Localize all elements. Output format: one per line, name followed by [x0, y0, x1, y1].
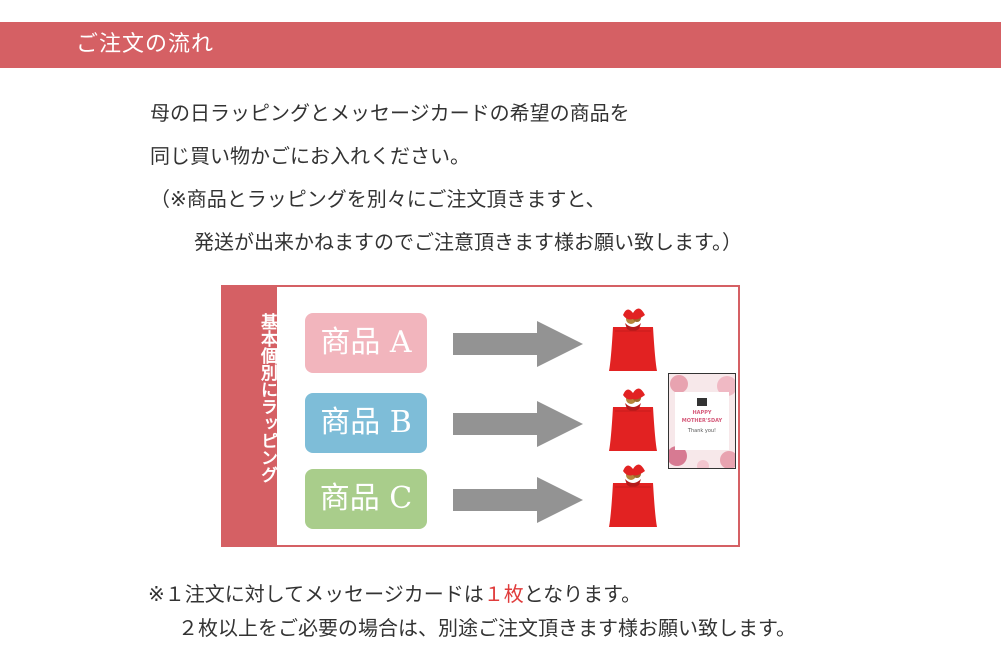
note-line-1-pre: ※１注文に対してメッセージカードは	[148, 582, 484, 606]
note-line-1-accent: １枚	[483, 582, 524, 606]
product-box-a: 商品 A	[305, 313, 427, 373]
product-row-c: 商品 C	[223, 464, 738, 529]
product-box-c: 商品 C	[305, 469, 427, 529]
wrapping-diagram: 基本個別にラッピング 商品 A 商品 B	[221, 285, 740, 547]
card-text-3: Thank you!	[687, 428, 717, 434]
gift-bag-icon	[609, 308, 657, 371]
note-text: ※１注文に対してメッセージカードは１枚となります。 ２枚以上をご必要の場合は、別…	[148, 577, 796, 645]
logo-icon	[697, 398, 707, 406]
flower-pattern-icon	[669, 375, 735, 468]
section-header: ご注文の流れ	[0, 22, 1001, 68]
intro-text: 母の日ラッピングとメッセージカードの希望の商品を 同じ買い物かごにお入れください…	[150, 92, 742, 264]
gift-bag-icon	[609, 464, 657, 527]
gift-bag-icon	[609, 388, 657, 451]
card-text-2: MOTHER'SDAY	[681, 418, 723, 424]
note-line-2: ２枚以上をご必要の場合は、別途ご注文頂きます様お願い致します。	[178, 616, 796, 640]
note-line-1: ※１注文に対してメッセージカードは１枚となります。	[148, 577, 796, 611]
arrow-right-icon	[453, 321, 583, 367]
intro-line-3: （※商品とラッピングを別々にご注文頂きますと、	[150, 187, 606, 211]
intro-line-4: 発送が出来かねますのでご注意頂きます様お願い致します。）	[194, 230, 742, 254]
intro-line-1: 母の日ラッピングとメッセージカードの希望の商品を	[150, 101, 630, 125]
arrow-right-icon	[453, 401, 583, 447]
side-label: 基本個別にラッピング	[223, 287, 277, 545]
section-title: ご注文の流れ	[76, 32, 215, 57]
intro-line-2: 同じ買い物かごにお入れください。	[150, 144, 470, 168]
card-panel: HAPPY MOTHER'SDAY Thank you!	[675, 392, 729, 450]
product-row-b: 商品 B	[223, 388, 738, 453]
card-text-1: HAPPY	[692, 410, 712, 416]
product-row-a: 商品 A	[223, 308, 738, 373]
product-box-b: 商品 B	[305, 393, 427, 453]
arrow-right-icon	[453, 477, 583, 523]
side-label-text: 基本個別にラッピング	[257, 313, 277, 483]
message-card-image: HAPPY MOTHER'SDAY Thank you!	[668, 373, 736, 469]
note-line-1-post: となります。	[523, 582, 642, 606]
